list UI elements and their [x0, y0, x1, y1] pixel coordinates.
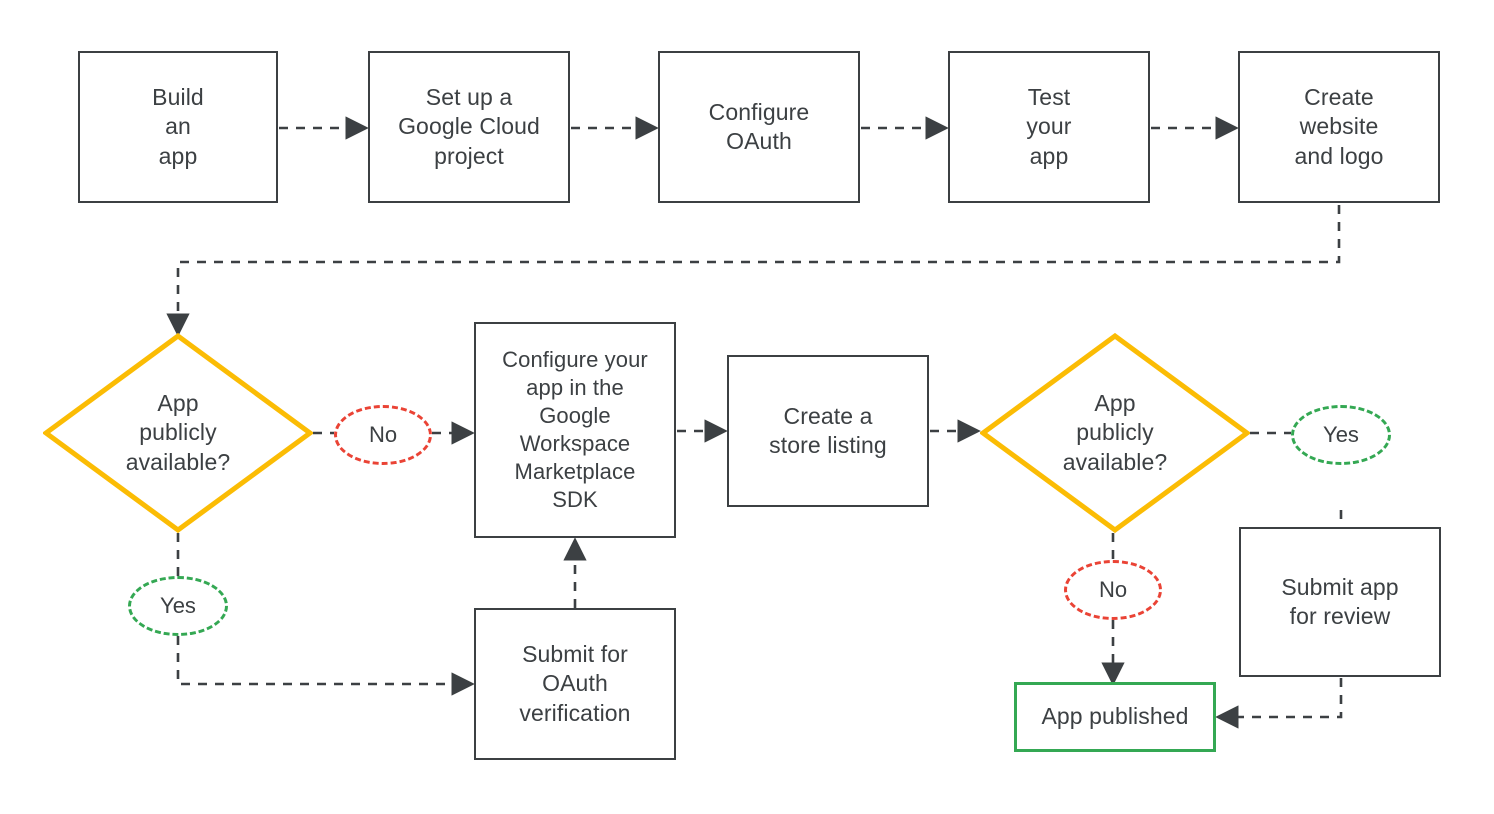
- node-label: App publicly available?: [1062, 389, 1168, 475]
- edge-label-text: No: [1098, 577, 1128, 602]
- edge-label-text: Yes: [1323, 422, 1359, 447]
- diamond-shape-icon: [980, 333, 1250, 533]
- node-label: Configure your app in the Google Workspa…: [502, 346, 648, 513]
- edge-label-text: Yes: [160, 593, 196, 618]
- node-configure-oauth[interactable]: Configure OAuth: [658, 51, 860, 203]
- node-label: Test your app: [1026, 83, 1072, 169]
- edge-review-to-published: [1215, 678, 1343, 729]
- node-label: Configure OAuth: [708, 98, 810, 154]
- node-label: Create website and logo: [1294, 83, 1384, 169]
- edge-label-yes-2: Yes: [1291, 405, 1391, 465]
- node-decision-app-publicly-available-2[interactable]: App publicly available?: [980, 333, 1250, 533]
- edge-website-to-decision1: [166, 205, 1341, 337]
- edge-label-yes-1: Yes: [128, 576, 228, 636]
- node-submit-for-oauth-verification[interactable]: Submit for OAuth verification: [474, 608, 676, 760]
- node-label: App publicly available?: [125, 389, 231, 475]
- diamond-shape-icon: [43, 333, 313, 533]
- node-submit-app-for-review[interactable]: Submit app for review: [1239, 527, 1441, 677]
- node-label: Submit for OAuth verification: [519, 640, 631, 726]
- edge-label-text: No: [368, 422, 398, 447]
- node-app-published[interactable]: App published: [1014, 682, 1216, 752]
- node-label: Build an app: [152, 83, 204, 169]
- edge-yes-label-to-oauthverify: [176, 636, 475, 696]
- node-label: Submit app for review: [1281, 573, 1399, 629]
- node-create-a-store-listing[interactable]: Create a store listing: [727, 355, 929, 507]
- node-label: Set up a Google Cloud project: [398, 83, 540, 169]
- edge-label-no-1: No: [334, 405, 432, 465]
- node-build-an-app[interactable]: Build an app: [78, 51, 278, 203]
- node-configure-app-in-marketplace-sdk[interactable]: Configure your app in the Google Workspa…: [474, 322, 676, 538]
- node-create-website-and-logo[interactable]: Create website and logo: [1238, 51, 1440, 203]
- node-test-your-app[interactable]: Test your app: [948, 51, 1150, 203]
- node-label: Create a store listing: [769, 402, 887, 458]
- edge-label-no-2: No: [1064, 560, 1162, 620]
- node-decision-app-publicly-available-1[interactable]: App publicly available?: [43, 333, 313, 533]
- node-label: App published: [1041, 703, 1189, 730]
- node-set-up-gcp-project[interactable]: Set up a Google Cloud project: [368, 51, 570, 203]
